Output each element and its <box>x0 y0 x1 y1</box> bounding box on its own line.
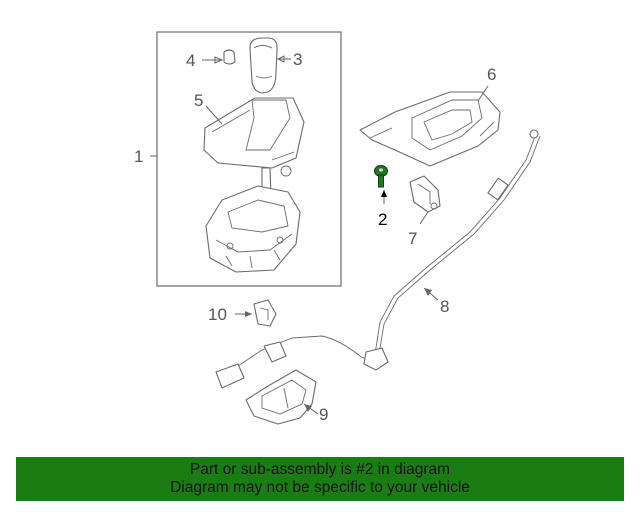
shifter-bezel[interactable] <box>203 97 305 177</box>
callout-6[interactable]: 6 <box>487 65 496 84</box>
footer-banner: Part or sub-assembly is #2 in diagram Di… <box>16 457 624 501</box>
footer-line-2: Diagram may not be specific to your vehi… <box>170 479 470 496</box>
clip-part-10[interactable] <box>253 299 277 327</box>
callout-1[interactable]: 1 <box>134 147 143 166</box>
callout-2[interactable]: 2 <box>378 210 387 229</box>
callout-9[interactable]: 9 <box>319 405 328 424</box>
callout-7[interactable]: 7 <box>408 229 417 248</box>
mounting-bracket-part-9[interactable] <box>245 369 317 425</box>
clip-part[interactable] <box>223 49 236 65</box>
screw-part-2[interactable] <box>374 165 388 188</box>
callout-3[interactable]: 3 <box>293 50 302 69</box>
callout-8[interactable]: 8 <box>440 297 449 316</box>
shift-knob[interactable] <box>249 37 278 94</box>
callout-5[interactable]: 5 <box>194 91 203 110</box>
footer-line-1: Part or sub-assembly is #2 in diagram <box>189 461 451 478</box>
callout-10[interactable]: 10 <box>208 305 227 324</box>
shift-cable[interactable] <box>215 129 541 389</box>
console-trim-panel[interactable] <box>359 91 501 167</box>
bracket-part-7[interactable] <box>409 175 441 213</box>
shifter-mechanism[interactable] <box>205 167 301 273</box>
callout-4[interactable]: 4 <box>186 51 195 70</box>
assembly-box <box>156 31 342 287</box>
